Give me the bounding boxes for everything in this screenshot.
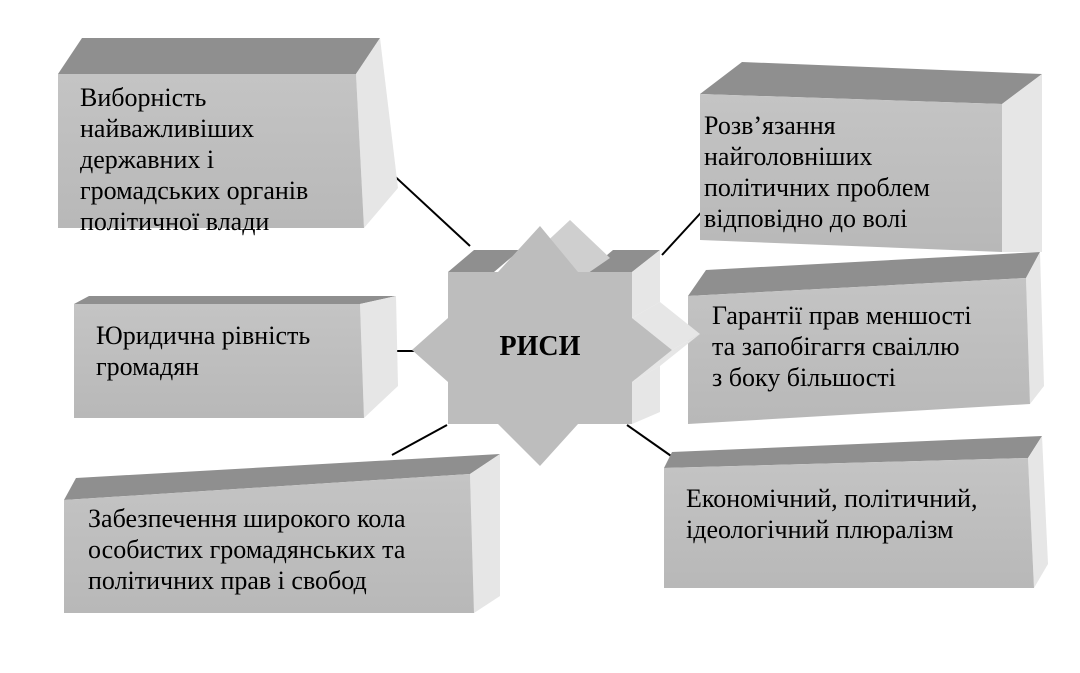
- center-label: РИСИ: [499, 331, 581, 362]
- feature-box-mid-left: [74, 296, 398, 418]
- connector-bottom-left: [391, 424, 448, 456]
- feature-text-top-left: Виборність найважливіших державних і гро…: [80, 83, 309, 236]
- feature-text-mid-right: Гарантії прав меншості та запобігаггя св…: [712, 301, 972, 392]
- center-star: [412, 220, 700, 466]
- feature-text-bottom-left: Забезпечення широкого кола особистих гро…: [88, 504, 406, 595]
- feature-box-top-right: [700, 62, 1042, 252]
- feature-box-top-left: [58, 38, 398, 228]
- connector-bottom-right: [626, 424, 675, 459]
- feature-box-bottom-left: [64, 454, 500, 613]
- feature-text-bottom-right: Економічний, політичний, ідеологічний пл…: [686, 484, 978, 544]
- feature-box-mid-right: [688, 252, 1044, 424]
- feature-text-mid-left: Юридична рівність громадян: [96, 321, 311, 381]
- feature-text-top-right: Розв’язання найголовніших політичних про…: [704, 111, 930, 233]
- feature-box-bottom-right: [664, 436, 1048, 588]
